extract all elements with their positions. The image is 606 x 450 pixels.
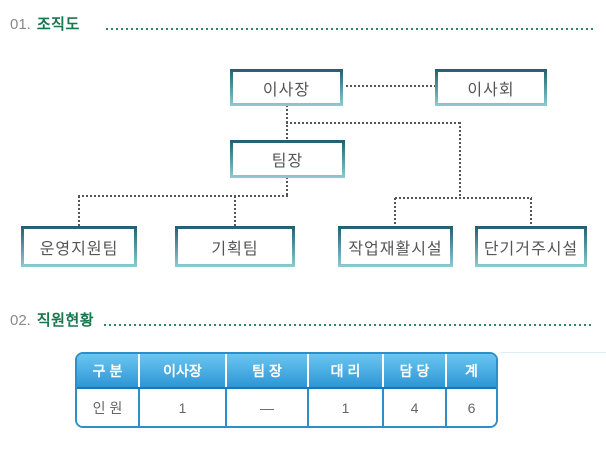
decorative-rule xyxy=(500,352,606,353)
connector-right-branch-bottom-h xyxy=(395,197,532,199)
connector-teamleader-down xyxy=(286,177,288,196)
connector-chairman-board xyxy=(346,85,435,87)
org-node-planning-team: 기획팀 xyxy=(175,226,295,267)
cell-total-count: 6 xyxy=(467,399,476,416)
org-node-label: 기획팀 xyxy=(211,240,259,258)
org-node-ops-support-team: 운영지원팀 xyxy=(21,226,137,267)
header-cell-incharge: 담 당 xyxy=(384,354,447,387)
org-node-label: 작업재활시설 xyxy=(348,240,443,258)
connector-drop-work-rehab xyxy=(394,198,396,226)
section-number: 01. xyxy=(10,16,31,33)
section-number: 02. xyxy=(10,312,31,329)
connector-drop-planning xyxy=(234,196,236,226)
org-node-label: 이사장 xyxy=(262,81,311,99)
connector-drop-ops-support xyxy=(78,196,80,226)
connector-right-branch-v xyxy=(459,122,461,198)
header-cell-teamlead: 팀 장 xyxy=(227,354,309,387)
header-cell-category: 구 분 xyxy=(77,354,140,387)
connector-drop-short-term xyxy=(530,198,532,226)
cell-teamlead-count: — xyxy=(227,389,309,426)
org-node-work-rehab-facility: 작업재활시설 xyxy=(338,226,453,267)
section-title: 조직도 xyxy=(36,16,80,33)
staff-table-data-row: 인 원 1 — 1 4 6 xyxy=(77,389,496,426)
cell-incharge-count: 4 xyxy=(384,389,447,426)
section-heading-staff: 02. 직원현황 xyxy=(10,309,94,330)
org-node-label: 운영지원팀 xyxy=(39,240,119,258)
header-cell-deputy: 대 리 xyxy=(309,354,384,387)
org-node-label: 단기거주시설 xyxy=(483,240,579,258)
org-node-team-leader: 팀장 xyxy=(230,140,345,178)
header-cell-total: 계 xyxy=(465,362,478,379)
org-node-label: 이사회 xyxy=(467,81,515,99)
connector-right-branch-top-h xyxy=(286,122,461,124)
dotted-leader-line xyxy=(106,28,593,30)
org-node-label: 팀장 xyxy=(271,153,304,170)
org-node-chairman: 이사장 xyxy=(230,69,343,106)
section-heading-orgchart: 01. 조직도 xyxy=(10,13,80,34)
cell-chairman-count: 1 xyxy=(140,389,227,426)
cell-row-label: 인 원 xyxy=(77,389,140,426)
connector-left-branch-h xyxy=(78,195,288,197)
dotted-leader-line xyxy=(104,324,593,326)
org-node-short-term-residence: 단기거주시설 xyxy=(475,226,587,267)
section-title: 직원현황 xyxy=(36,312,95,329)
org-node-board: 이사회 xyxy=(435,69,547,106)
staff-table-header-row: 구 분 이사장 팀 장 대 리 담 당 계 xyxy=(77,354,496,389)
cell-deputy-count: 1 xyxy=(309,389,384,426)
staff-table: 구 분 이사장 팀 장 대 리 담 당 계 인 원 1 — 1 4 6 xyxy=(75,352,498,428)
header-cell-chairman: 이사장 xyxy=(140,354,227,387)
